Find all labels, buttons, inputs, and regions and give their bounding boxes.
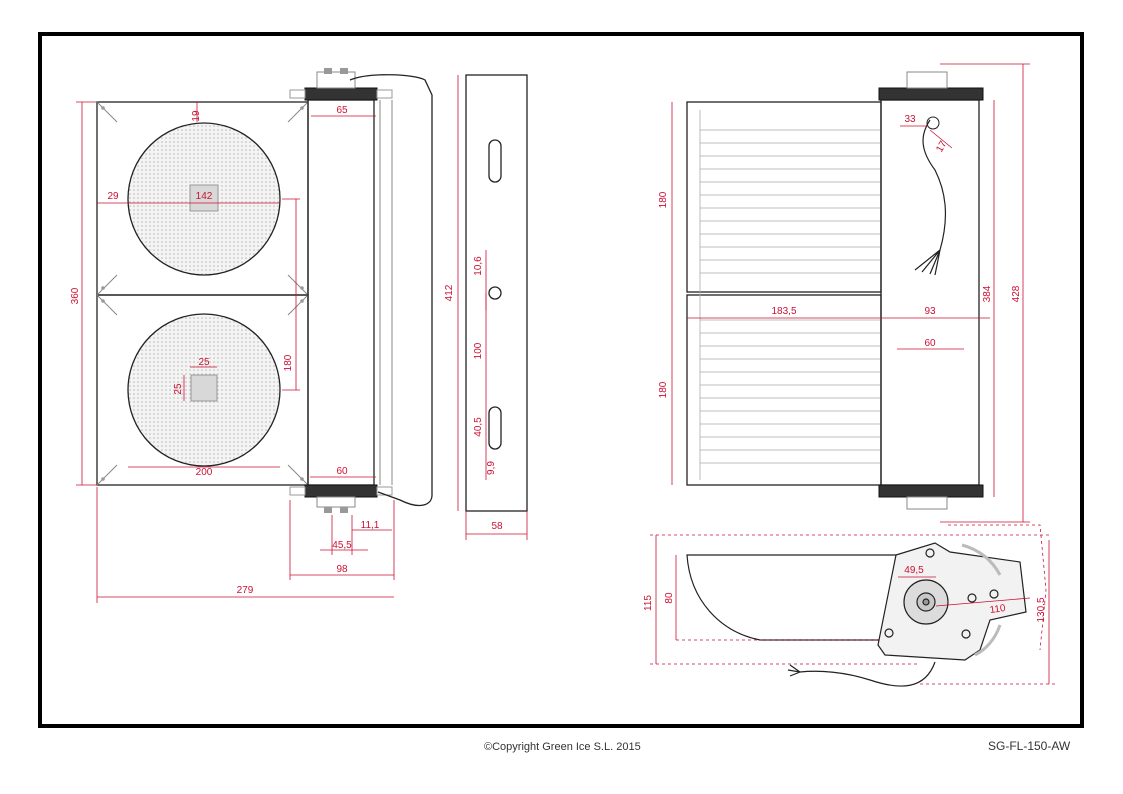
front-cable	[349, 74, 433, 507]
front-view-dimensions	[76, 101, 395, 603]
dim-180-upper: 180	[658, 191, 669, 208]
dim-29: 29	[107, 191, 119, 202]
top-heatsink-upper	[686, 101, 882, 293]
dim-360: 360	[70, 287, 81, 304]
dim-428: 428	[1011, 285, 1022, 302]
dim-9-9: 9,9	[486, 461, 497, 475]
heatsink-fins	[699, 110, 880, 480]
copyright-notice: ©Copyright Green Ice S.L. 2015	[484, 741, 641, 753]
top-view	[686, 71, 984, 510]
side-view-dim-labels: 412 10,6 100 40,5 9,9 58	[444, 256, 503, 532]
dim-142: 142	[196, 191, 213, 202]
side-view-dimensions	[457, 75, 528, 540]
top-cable	[914, 119, 947, 276]
dim-60-top: 60	[924, 338, 936, 349]
front-view-dim-labels: 19 65 142 29 360 25 25 180 200 60 11,1 4…	[70, 105, 380, 596]
dim-200: 200	[196, 467, 213, 478]
dim-25-vertical: 25	[173, 383, 184, 395]
top-view-dim-labels: 33 17 180 180 183,5 93 60 384 428	[658, 114, 1022, 398]
dim-180-front: 180	[283, 354, 294, 371]
rotation-arrow-top	[961, 543, 1002, 576]
dim-25-horizontal: 25	[198, 357, 210, 368]
dim-10-6: 10,6	[473, 256, 484, 276]
front-screws	[101, 106, 304, 481]
dim-11-1: 11,1	[361, 520, 380, 531]
dim-100: 100	[473, 342, 484, 359]
bracket-cable	[787, 661, 936, 687]
bracket-view-dim-labels: 115 80 49,5 110 130,5	[643, 565, 1047, 623]
top-driver-housing	[880, 99, 980, 486]
front-top-led	[189, 184, 219, 212]
dim-80: 80	[664, 592, 675, 604]
dim-58: 58	[491, 521, 503, 532]
front-view	[96, 68, 433, 513]
drawing-code: SG-FL-150-AW	[988, 739, 1071, 753]
dim-60-front: 60	[336, 466, 348, 477]
dim-98: 98	[336, 564, 348, 575]
front-driver-housing	[307, 99, 375, 486]
side-bracket	[465, 74, 528, 512]
dim-19: 19	[191, 110, 202, 122]
dim-115: 115	[643, 595, 654, 611]
side-view	[465, 74, 528, 512]
dim-130-5: 130,5	[1036, 597, 1047, 622]
bracket-view	[686, 524, 1047, 687]
side-slot-top	[488, 139, 502, 183]
dim-40-5: 40,5	[473, 417, 484, 437]
drawing-frame	[38, 32, 1084, 728]
dim-180-lower: 180	[658, 381, 669, 398]
top-heatsink-lower	[686, 294, 882, 486]
profile-bracket-plate	[877, 542, 1027, 661]
bracket-view-dimensions	[650, 534, 1055, 685]
dim-17: 17	[934, 139, 949, 155]
profile-body	[686, 554, 901, 641]
dim-384: 384	[982, 285, 993, 302]
dim-33: 33	[904, 114, 916, 125]
side-hole	[488, 286, 502, 300]
top-view-dimensions	[671, 63, 1030, 523]
rotation-arrow-bottom	[974, 624, 1002, 657]
dim-45-5: 45,5	[332, 540, 352, 551]
side-slot-bottom	[488, 406, 502, 450]
dim-110: 110	[989, 603, 1007, 616]
dim-93: 93	[924, 306, 936, 317]
dim-279: 279	[237, 585, 254, 596]
front-bottom-led	[190, 374, 218, 402]
dim-65: 65	[336, 105, 348, 116]
dim-49-5: 49,5	[904, 565, 924, 576]
dim-183-5: 183,5	[771, 306, 796, 317]
dim-412: 412	[444, 284, 455, 301]
